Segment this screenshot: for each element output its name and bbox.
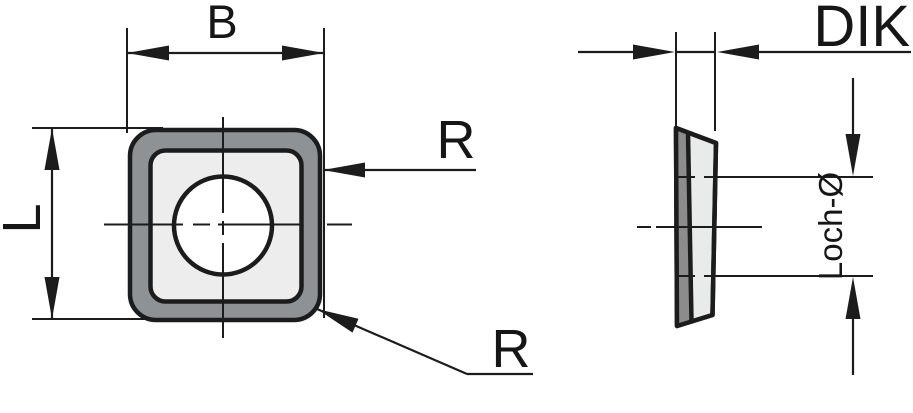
front-view: B L R R <box>0 0 533 379</box>
r-upper-arrowhead-icon <box>323 162 365 178</box>
r-lower-label: R <box>492 319 531 379</box>
b-arrowhead-left-icon <box>127 45 169 61</box>
r-lower-arrowhead-icon <box>317 309 359 333</box>
hole-diameter-label: Loch-Ø <box>812 172 849 280</box>
side-view: DIK Loch-Ø <box>578 0 911 375</box>
dik-arrowhead-left-icon <box>633 44 675 60</box>
hole-dim-arrowhead-up-icon <box>845 277 861 319</box>
b-arrowhead-right-icon <box>282 45 324 61</box>
dik-arrowhead-right-icon <box>717 44 759 60</box>
hole-dim-arrowhead-down-icon <box>845 134 861 176</box>
l-dimension-label: L <box>0 203 52 233</box>
l-arrowhead-bottom-icon <box>44 277 60 319</box>
b-dimension-label: B <box>206 0 237 48</box>
side-profile-outline <box>673 125 719 329</box>
l-arrowhead-top-icon <box>44 128 60 170</box>
dik-dimension-label: DIK <box>813 0 910 59</box>
r-upper-label: R <box>437 110 476 170</box>
